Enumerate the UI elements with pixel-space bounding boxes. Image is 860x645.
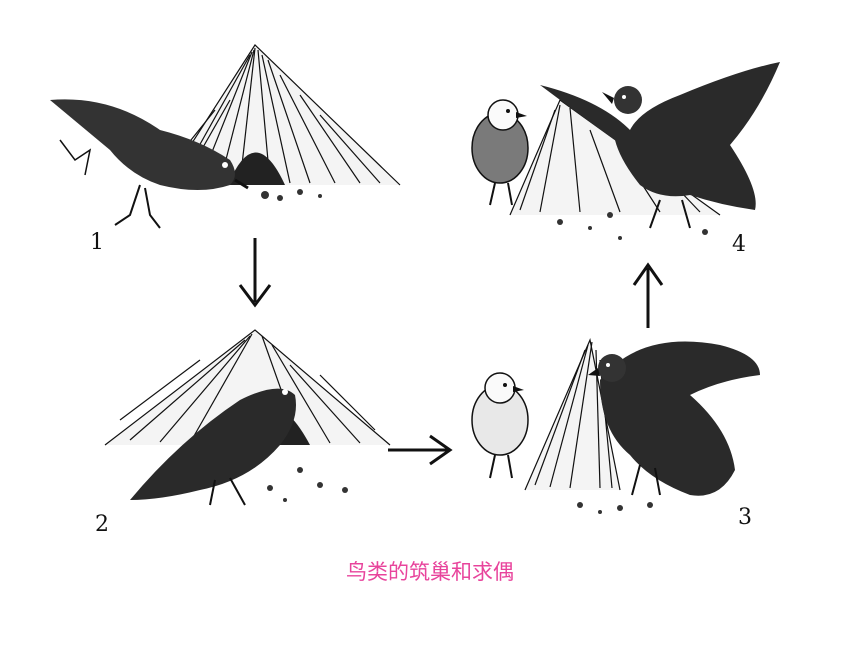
panel-number: 1 [90, 230, 104, 255]
panel-number: 2 [95, 512, 109, 537]
panel-number: 3 [738, 505, 752, 530]
panel-number: 4 [732, 232, 746, 257]
figure-caption: 鸟类的筑巢和求偶 [346, 560, 514, 584]
